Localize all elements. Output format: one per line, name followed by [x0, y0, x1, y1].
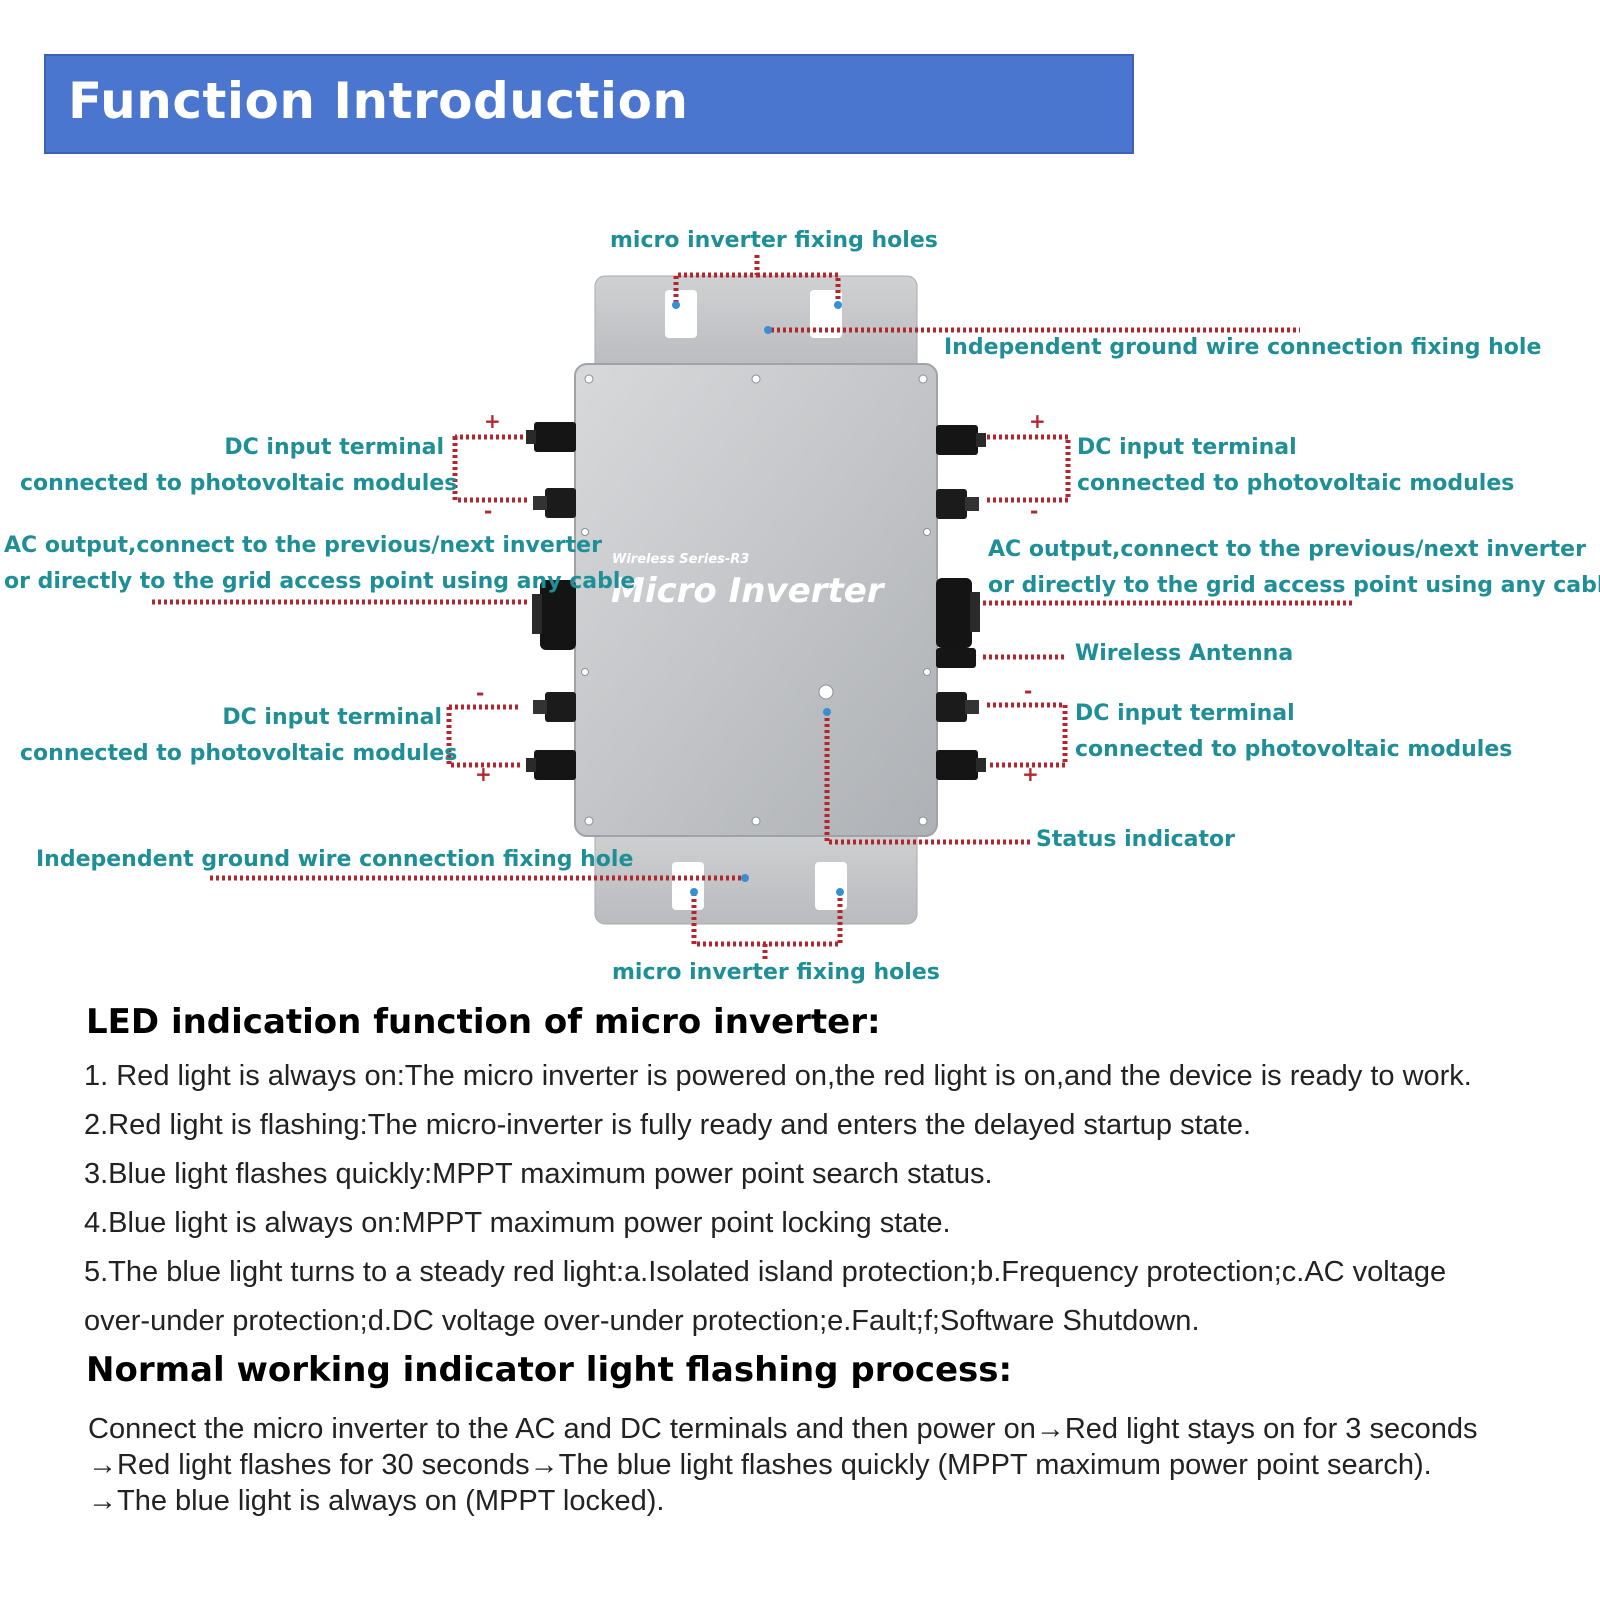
label-ground-hole-top: Independent ground wire connection fixin…: [944, 335, 1542, 360]
label-fixing-holes-top: micro inverter fixing holes: [610, 228, 938, 253]
dc-connector-right-top-neg: [936, 489, 979, 519]
minus-sign: -: [1024, 679, 1032, 703]
screw: [918, 816, 928, 826]
label-dc-left-bottom: DC input terminal connected to photovolt…: [20, 700, 458, 772]
label-line: connected to photovoltaic modules: [1077, 471, 1515, 496]
label-line: or directly to the grid access point usi…: [4, 569, 636, 594]
label-line: AC output,connect to the previous/next i…: [4, 533, 602, 558]
point-markers: [672, 301, 844, 896]
label-dc-right-bottom: DC input terminal connected to photovolt…: [1075, 696, 1512, 768]
ac-connector-right: [936, 578, 980, 648]
label-line: DC input terminal: [222, 705, 442, 730]
minus-sign: -: [1030, 499, 1038, 523]
leader-lines: [152, 255, 1355, 960]
led-section-title: LED indication function of micro inverte…: [86, 1002, 881, 1042]
plus-sign: +: [475, 762, 492, 786]
page-title: Function Introduction: [68, 72, 689, 130]
inverter-diagram: Wireless Series-R3 Micro Inverter: [152, 255, 1355, 960]
plus-sign: +: [1029, 409, 1046, 433]
list-item: over-under protection;d.DC voltage over-…: [84, 1305, 1200, 1337]
mounting-plate-top: [594, 275, 918, 373]
label-line: DC input terminal: [224, 435, 444, 460]
dc-connector-right-bottom: [936, 750, 986, 780]
minus-sign: -: [476, 681, 484, 705]
minus-sign: -: [484, 499, 492, 523]
screw: [751, 816, 761, 826]
dc-connector-left-bottom: [526, 750, 576, 780]
screw: [581, 668, 589, 676]
label-line: AC output,connect to the previous/next i…: [988, 537, 1586, 562]
fixing-slot-top-left: [665, 290, 697, 338]
label-ac-left: AC output,connect to the previous/next i…: [4, 528, 635, 600]
plus-sign: +: [1022, 762, 1039, 786]
list-item: 5.The blue light turns to a steady red l…: [84, 1256, 1447, 1288]
process-line: →The blue light is always on (MPPT locke…: [88, 1485, 665, 1517]
ac-connector-left: [532, 580, 576, 650]
list-item: 3.Blue light flashes quickly:MPPT maximu…: [84, 1158, 993, 1190]
process-section-title: Normal working indicator light flashing …: [86, 1350, 1013, 1390]
leader-dc-left-top: [452, 434, 524, 440]
dc-connector-right-bottom-neg: [936, 692, 979, 722]
screw: [923, 528, 931, 536]
process-description: Connect the micro inverter to the AC and…: [88, 1411, 1568, 1519]
label-line: connected to photovoltaic modules: [20, 471, 458, 496]
device-name: Micro Inverter: [611, 571, 886, 611]
fixing-slot-bottom-right: [815, 862, 847, 910]
leader-fixing-holes-bottom: [691, 893, 843, 947]
leader-dc-right-bottom: [987, 702, 1068, 768]
leader-dc-left-bottom: [446, 707, 520, 768]
plus-sign: +: [484, 409, 501, 433]
process-line: Connect the micro inverter to the AC and…: [88, 1413, 1478, 1445]
polarity-marks: + - + - - + - +: [475, 409, 1046, 786]
antenna-connector: [936, 648, 976, 668]
device-series: Wireless Series-R3: [612, 552, 749, 567]
label-line: or directly to the grid access point usi…: [988, 573, 1600, 598]
screw: [751, 374, 761, 384]
label-ground-hole-bottom: Independent ground wire connection fixin…: [36, 847, 634, 872]
led-indication-list: 1. Red light is always on:The micro inve…: [84, 1052, 1564, 1346]
label-dc-right-top: DC input terminal connected to photovolt…: [1077, 430, 1514, 502]
screw: [584, 816, 594, 826]
label-line: DC input terminal: [1075, 701, 1295, 726]
leader-dc-right-top: [987, 434, 1071, 503]
list-item: 2.Red light is flashing:The micro-invert…: [84, 1109, 1252, 1141]
screw: [923, 668, 931, 676]
label-dc-left-top: DC input terminal connected to photovolt…: [20, 430, 458, 502]
label-line: DC input terminal: [1077, 435, 1297, 460]
dc-connector-left-top: [526, 422, 576, 452]
leader-status: [824, 712, 1032, 845]
label-fixing-holes-bottom: micro inverter fixing holes: [612, 960, 940, 985]
fixing-slot-bottom-left: [672, 862, 704, 910]
label-line: connected to photovoltaic modules: [1075, 737, 1513, 762]
label-line: connected to photovoltaic modules: [20, 741, 458, 766]
label-status-indicator: Status indicator: [1036, 827, 1235, 852]
leader-fixing-holes-top: [673, 255, 760, 303]
inverter-body: Wireless Series-R3 Micro Inverter: [574, 363, 938, 837]
dc-connector-left-bottom-neg: [533, 692, 576, 722]
screw: [918, 374, 928, 384]
list-item: 1. Red light is always on:The micro inve…: [84, 1060, 1472, 1092]
label-wireless-antenna: Wireless Antenna: [1075, 641, 1294, 666]
fixing-slot-top-right: [810, 290, 842, 338]
list-item: 4.Blue light is always on:MPPT maximum p…: [84, 1207, 951, 1239]
dc-connector-right-top: [936, 425, 986, 455]
screw: [584, 374, 594, 384]
mounting-plate-bottom: [594, 827, 918, 925]
title-banner: Function Introduction: [44, 54, 1134, 154]
label-ac-right: AC output,connect to the previous/next i…: [988, 532, 1600, 604]
leader-fixing-holes-top: [757, 272, 841, 303]
screw: [581, 528, 589, 536]
process-line: →Red light flashes for 30 seconds→The bl…: [88, 1449, 1432, 1481]
leader-dc-left-top: [452, 437, 530, 503]
status-led: [818, 684, 834, 700]
dc-connector-left-top-neg: [533, 488, 576, 518]
